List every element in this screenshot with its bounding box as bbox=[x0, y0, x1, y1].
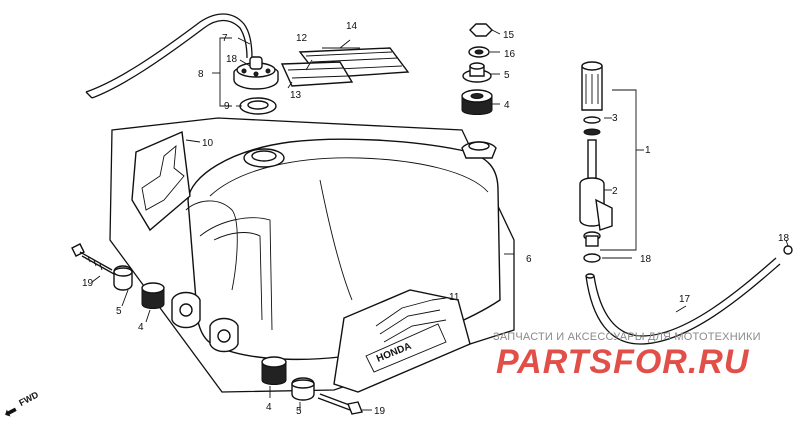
callout-4-top: 4 bbox=[504, 100, 510, 111]
callout-13: 13 bbox=[290, 90, 302, 101]
callout-9: 9 bbox=[224, 101, 230, 112]
callout-17: 17 bbox=[679, 294, 691, 305]
callout-5-top: 5 bbox=[504, 70, 510, 81]
callout-18-cap: 18 bbox=[226, 54, 238, 65]
callout-19-lower: 19 bbox=[374, 406, 386, 417]
callout-18-right: 18 bbox=[778, 233, 790, 244]
callout-5-lower: 5 bbox=[296, 406, 302, 417]
callout-14: 14 bbox=[346, 21, 358, 32]
callout-12: 12 bbox=[296, 33, 308, 44]
front-mount-hardware-lower bbox=[261, 356, 363, 415]
callout-11: 11 bbox=[449, 292, 460, 303]
callout-15: 15 bbox=[503, 30, 515, 41]
callout-numbers: 1 2 3 4 4 4 5 5 5 6 7 8 9 10 11 12 13 14… bbox=[82, 21, 790, 417]
watermark-logo: PARTSFOR.RU bbox=[496, 343, 750, 381]
callout-8: 8 bbox=[198, 69, 204, 80]
callout-1: 1 bbox=[645, 145, 651, 156]
callout-2: 2 bbox=[612, 186, 618, 197]
tank-stripe-decals bbox=[280, 47, 410, 87]
front-mount-hardware-left bbox=[71, 243, 165, 309]
mount-hardware-stack bbox=[461, 23, 493, 115]
fuel-tube bbox=[585, 257, 781, 345]
callout-19-left: 19 bbox=[82, 278, 94, 289]
right-tank-mark: HONDA bbox=[333, 289, 471, 393]
fuel-valve-assembly bbox=[579, 61, 644, 251]
breather-hose bbox=[85, 13, 253, 99]
left-tank-mark bbox=[131, 130, 191, 232]
hose-clip-right bbox=[783, 245, 793, 255]
callout-6: 6 bbox=[526, 254, 532, 265]
callout-4-lower: 4 bbox=[266, 402, 272, 413]
hose-clip bbox=[583, 253, 632, 263]
fuel-filler-cap bbox=[233, 56, 279, 90]
callout-16: 16 bbox=[504, 49, 516, 60]
cap-callout-bracket bbox=[212, 37, 251, 107]
callout-18-clip: 18 bbox=[640, 254, 652, 265]
callout-5-left: 5 bbox=[116, 306, 122, 317]
leader-lines bbox=[91, 29, 789, 411]
callout-10: 10 bbox=[202, 138, 214, 149]
callout-7: 7 bbox=[222, 33, 228, 44]
callout-4-left: 4 bbox=[138, 322, 144, 333]
cap-gasket bbox=[239, 97, 277, 115]
callout-3: 3 bbox=[612, 113, 618, 124]
watermark-subtitle: ЗАПЧАСТИ И АКСЕССУАРЫ ДЛЯ МОТОТЕХНИКИ bbox=[493, 331, 761, 343]
